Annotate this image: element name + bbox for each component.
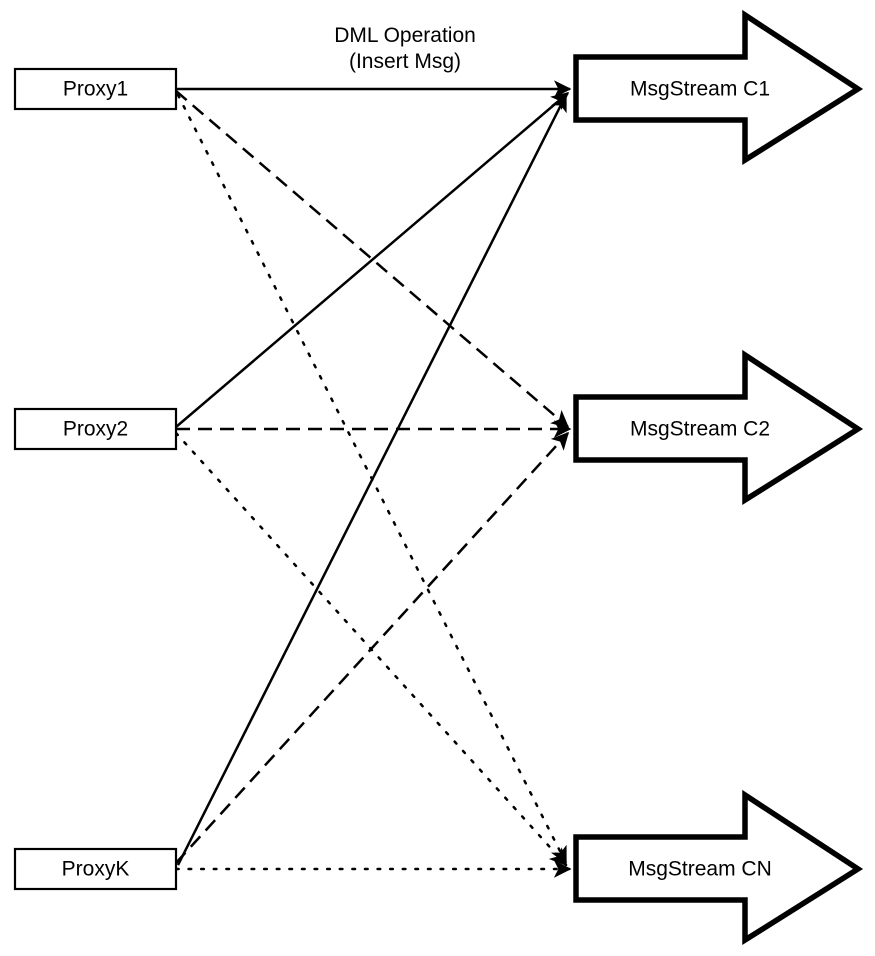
edge-proxyk-to-stream-c2[interactable] xyxy=(175,431,569,864)
stream-c2-arrow-shape[interactable] xyxy=(573,349,864,505)
edge-caption: DML Operation (Insert Msg) xyxy=(334,24,476,73)
edge-caption-line2: (Insert Msg) xyxy=(349,50,461,73)
proxy2-label: Proxy2 xyxy=(63,418,128,441)
edge-proxyk-to-stream-c1[interactable] xyxy=(176,93,568,866)
proxy1-box[interactable] xyxy=(13,67,178,111)
proxy1-label: Proxy1 xyxy=(63,78,128,101)
edge-proxy2-to-stream-c1[interactable] xyxy=(175,92,570,428)
stream-group: MsgStream C1 MsgStream C2 MsgStream CN xyxy=(573,9,864,945)
proxy-group: Proxy1 Proxy2 ProxyK xyxy=(13,67,178,891)
stream-cn-label: MsgStream CN xyxy=(628,858,772,881)
edge-caption-line1: DML Operation xyxy=(334,24,476,47)
edge-proxy1-to-stream-c2[interactable] xyxy=(175,90,570,428)
node-stream-cn[interactable]: MsgStream CN xyxy=(573,789,864,945)
node-proxy1[interactable]: Proxy1 xyxy=(13,67,178,111)
edge-group xyxy=(174,80,572,878)
proxy2-box[interactable] xyxy=(13,407,178,451)
stream-c1-arrow-shape[interactable] xyxy=(573,9,864,165)
node-stream-c1[interactable]: MsgStream C1 xyxy=(573,9,864,165)
stream-cn-arrow-shape[interactable] xyxy=(573,789,864,945)
node-proxy2[interactable]: Proxy2 xyxy=(13,407,178,451)
proxyk-label: ProxyK xyxy=(62,858,130,881)
proxyk-box[interactable] xyxy=(13,847,178,891)
node-proxyk[interactable]: ProxyK xyxy=(13,847,178,891)
stream-c2-label: MsgStream C2 xyxy=(630,418,770,441)
stream-c1-label: MsgStream C1 xyxy=(630,78,770,101)
node-stream-c2[interactable]: MsgStream C2 xyxy=(573,349,864,505)
